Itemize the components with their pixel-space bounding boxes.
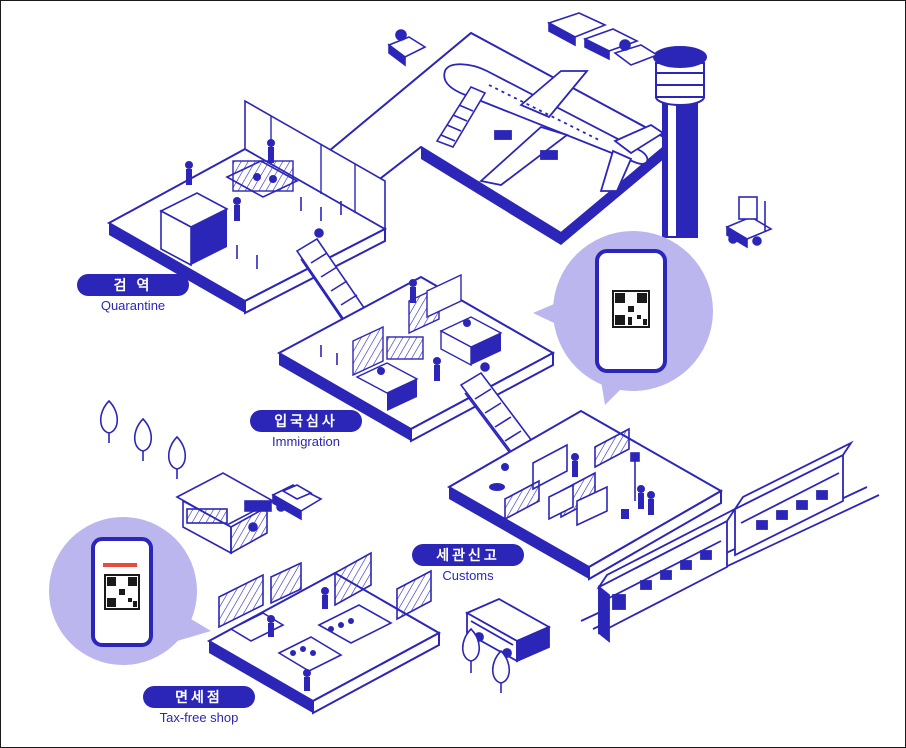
taxfree-english-label: Tax-free shop <box>159 710 239 725</box>
customs-english-label: Customs <box>442 568 494 583</box>
boarding-stairs <box>435 85 487 148</box>
quarantine-label: 검 역 <box>77 274 189 296</box>
qr-code-icon <box>612 290 650 328</box>
immigration-platform <box>276 273 556 443</box>
baggage-carts <box>546 12 659 66</box>
luggage-tug <box>387 29 427 67</box>
airplane-icon <box>443 63 665 192</box>
immigration-label: 입국심사 <box>250 410 362 432</box>
customs-platform <box>446 409 724 581</box>
tree-icon <box>99 399 511 693</box>
taxfree-platform <box>206 551 442 715</box>
control-tower-icon <box>653 46 707 238</box>
train-icon <box>580 440 880 643</box>
taxi-icon <box>271 484 323 521</box>
forklift-icon <box>725 196 773 249</box>
ticket-booth <box>175 472 275 555</box>
quarantine-english-label: Quarantine <box>100 298 166 313</box>
immigration-english-label: Immigration <box>272 434 340 449</box>
red-bar <box>103 563 137 567</box>
bus-icon <box>464 597 552 663</box>
qr-code-icon-2 <box>104 574 140 610</box>
customs-label: 세관신고 <box>412 544 524 566</box>
taxfree-label: 면세점 <box>143 686 255 708</box>
